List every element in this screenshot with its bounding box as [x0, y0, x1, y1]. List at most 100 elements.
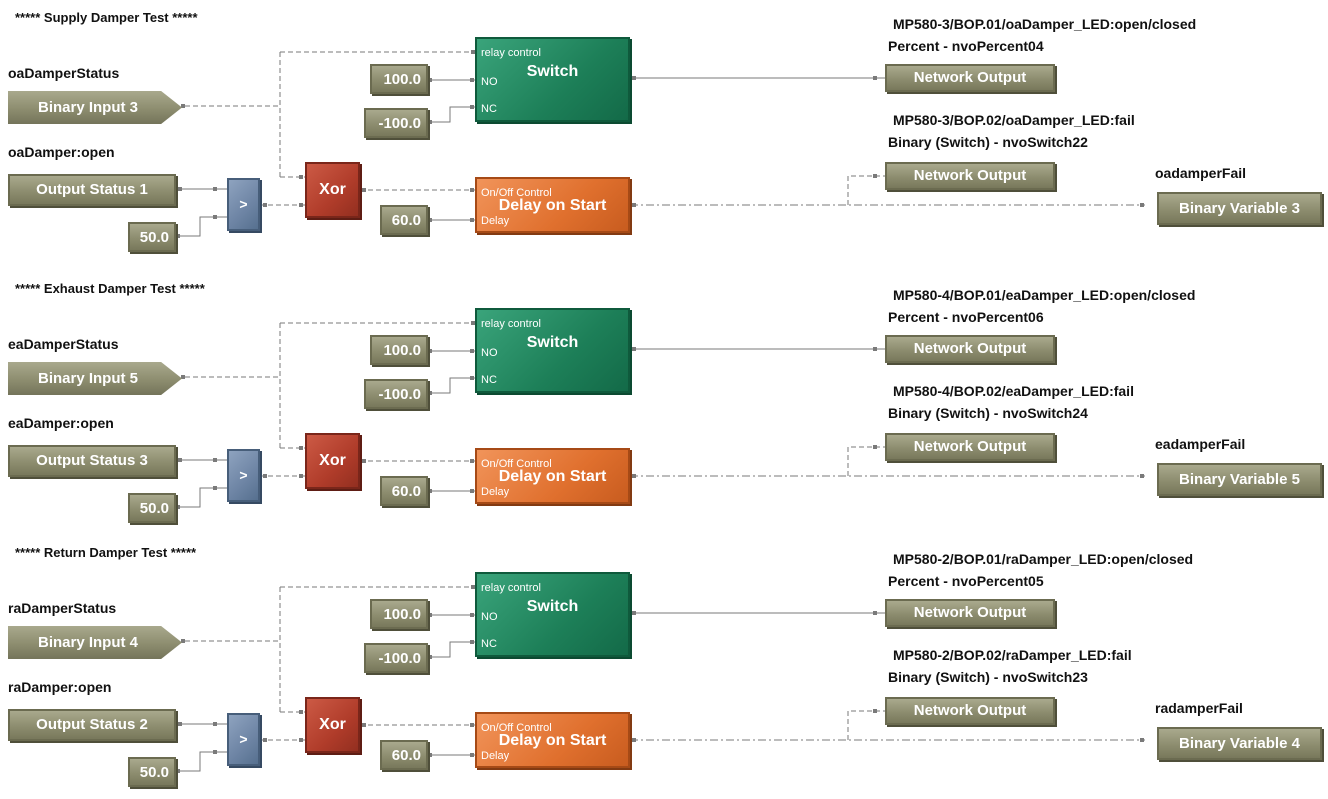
- network-output-2-block[interactable]: Network Output: [885, 162, 1055, 190]
- network-output-1-block[interactable]: Network Output: [885, 599, 1055, 627]
- delay-title: Delay on Start: [498, 468, 607, 485]
- binary-variable-block[interactable]: Binary Variable 3: [1157, 192, 1322, 225]
- pin-delay: Delay: [481, 215, 510, 227]
- wire-compare-value: [176, 751, 227, 772]
- fail-label: oadamperFail: [1155, 165, 1247, 181]
- delay-on-start-block[interactable]: On/Off Control Delay on Start Delay: [475, 177, 630, 233]
- switch-nc-value-block[interactable]: -100.0: [364, 643, 428, 673]
- pin-nc: NC: [481, 374, 497, 386]
- output2-point-type: Binary (Switch) - nvoSwitch22: [888, 134, 1088, 150]
- network-output-2-label: Network Output: [913, 702, 1027, 719]
- pin-onoff-control: On/Off Control: [481, 722, 552, 734]
- switch-nc-value-block[interactable]: -100.0: [364, 108, 428, 138]
- binary-input-block[interactable]: Binary Input 3: [8, 91, 182, 124]
- compare-block[interactable]: >: [227, 178, 260, 231]
- output2-point-name: MP580-2/BOP.02/raDamper_LED:fail: [893, 647, 1132, 663]
- binary-variable-label: Binary Variable 5: [1179, 471, 1300, 488]
- xor-block[interactable]: Xor: [305, 433, 360, 489]
- binary-input-block[interactable]: Binary Input 4: [8, 626, 182, 659]
- pin-onoff-control: On/Off Control: [481, 187, 552, 199]
- pin-no: NO: [481, 611, 498, 623]
- output-status-block[interactable]: Output Status 3: [8, 445, 176, 477]
- network-output-1-label: Network Output: [913, 340, 1027, 357]
- network-output-1-label: Network Output: [913, 604, 1027, 621]
- damper-test-section: ***** Return Damper Test ***** raDamperS…: [0, 535, 1328, 799]
- xor-label: Xor: [319, 452, 346, 469]
- damper-test-section: ***** Exhaust Damper Test ***** eaDamper…: [0, 271, 1328, 535]
- pin-no: NO: [481, 76, 498, 88]
- compare-symbol: >: [239, 731, 248, 747]
- pin-nc: NC: [481, 638, 497, 650]
- delay-title: Delay on Start: [498, 732, 607, 749]
- binary-input-label: Binary Input 4: [37, 634, 138, 651]
- output-status-label: Output Status 3: [36, 452, 148, 469]
- switch-nc-value-block[interactable]: -100.0: [364, 379, 428, 409]
- network-output-2-label: Network Output: [913, 438, 1027, 455]
- switch-block[interactable]: relay control Switch NO NC: [475, 308, 630, 393]
- open-label: raDamper:open: [8, 679, 112, 695]
- pin-delay: Delay: [481, 750, 510, 762]
- output-status-label: Output Status 2: [36, 716, 148, 733]
- xor-block[interactable]: Xor: [305, 162, 360, 218]
- binary-variable-block[interactable]: Binary Variable 5: [1157, 463, 1322, 496]
- compare-value-block[interactable]: 50.0: [128, 493, 176, 523]
- network-output-1-block[interactable]: Network Output: [885, 64, 1055, 92]
- output-status-block[interactable]: Output Status 2: [8, 709, 176, 741]
- status-label: oaDamperStatus: [8, 65, 120, 81]
- section-header: ***** Return Damper Test *****: [15, 545, 197, 560]
- output2-point-name: MP580-4/BOP.02/eaDamper_LED:fail: [893, 383, 1134, 399]
- switch-no-value-block[interactable]: 100.0: [370, 599, 428, 629]
- pin-nc: NC: [481, 103, 497, 115]
- output-status-block[interactable]: Output Status 1: [8, 174, 176, 206]
- delay-on-start-block[interactable]: On/Off Control Delay on Start Delay: [475, 712, 630, 768]
- switch-no-value-block[interactable]: 100.0: [370, 64, 428, 94]
- pin-relay-control: relay control: [481, 582, 541, 594]
- open-label: oaDamper:open: [8, 144, 115, 160]
- output2-point-type: Binary (Switch) - nvoSwitch24: [888, 405, 1088, 421]
- output1-point-type: Percent - nvoPercent04: [888, 38, 1044, 54]
- delay-value-block[interactable]: 60.0: [380, 205, 428, 235]
- damper-test-section: ***** Supply Damper Test ***** oaDamperS…: [0, 0, 1328, 264]
- switch-block[interactable]: relay control Switch NO NC: [475, 37, 630, 122]
- fail-label: radamperFail: [1155, 700, 1243, 716]
- compare-value-block[interactable]: 50.0: [128, 757, 176, 787]
- network-output-2-label: Network Output: [913, 167, 1027, 184]
- output1-point-type: Percent - nvoPercent05: [888, 573, 1044, 589]
- wire-fail-out: [847, 446, 885, 476]
- output2-point-type: Binary (Switch) - nvoSwitch23: [888, 669, 1088, 685]
- wire-nc: [428, 641, 475, 658]
- switch-no-value-block[interactable]: 100.0: [370, 335, 428, 365]
- network-output-2-block[interactable]: Network Output: [885, 697, 1055, 725]
- delay-on-start-block[interactable]: On/Off Control Delay on Start Delay: [475, 448, 630, 504]
- pin-no: NO: [481, 347, 498, 359]
- xor-label: Xor: [319, 716, 346, 733]
- binary-variable-label: Binary Variable 3: [1179, 200, 1300, 217]
- switch-block[interactable]: relay control Switch NO NC: [475, 572, 630, 657]
- binary-input-block[interactable]: Binary Input 5: [8, 362, 182, 395]
- delay-value-block[interactable]: 60.0: [380, 740, 428, 770]
- wire-nc: [428, 377, 475, 394]
- compare-value-block[interactable]: 50.0: [128, 222, 176, 252]
- xor-block[interactable]: Xor: [305, 697, 360, 753]
- pin-relay-control: relay control: [481, 47, 541, 59]
- network-output-2-block[interactable]: Network Output: [885, 433, 1055, 461]
- compare-block[interactable]: >: [227, 713, 260, 766]
- network-output-1-block[interactable]: Network Output: [885, 335, 1055, 363]
- section-header: ***** Exhaust Damper Test *****: [15, 281, 205, 296]
- binary-input-label: Binary Input 5: [37, 370, 138, 387]
- section-header: ***** Supply Damper Test *****: [15, 10, 198, 25]
- binary-input-label: Binary Input 3: [37, 99, 138, 116]
- fail-label: eadamperFail: [1155, 436, 1246, 452]
- compare-block[interactable]: >: [227, 449, 260, 502]
- switch-title: Switch: [526, 63, 579, 80]
- delay-value-block[interactable]: 60.0: [380, 476, 428, 506]
- pin-delay: Delay: [481, 486, 510, 498]
- switch-title: Switch: [526, 598, 579, 615]
- binary-variable-block[interactable]: Binary Variable 4: [1157, 727, 1322, 760]
- status-label: raDamperStatus: [8, 600, 117, 616]
- output2-point-name: MP580-3/BOP.02/oaDamper_LED:fail: [893, 112, 1135, 128]
- xor-label: Xor: [319, 181, 346, 198]
- pin-relay-control: relay control: [481, 318, 541, 330]
- network-output-1-label: Network Output: [913, 69, 1027, 86]
